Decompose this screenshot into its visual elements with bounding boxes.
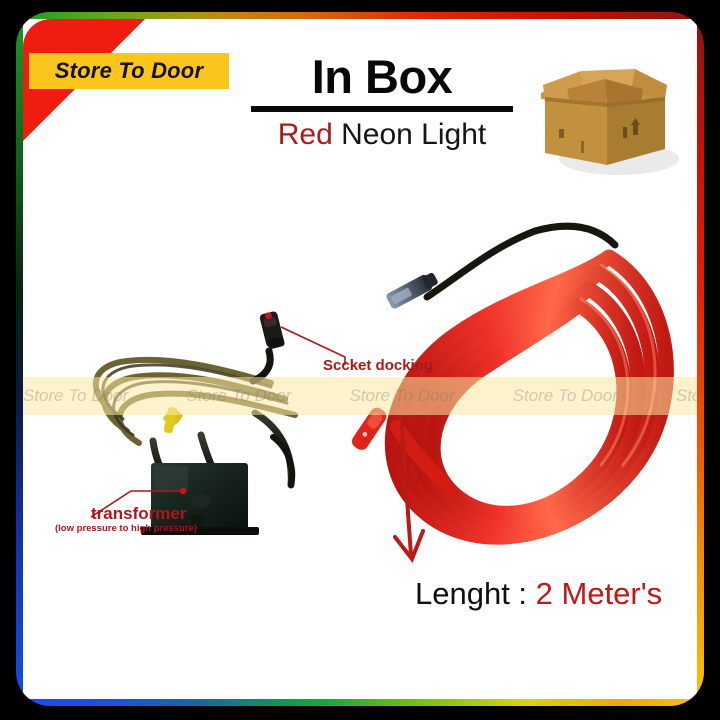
title-block: In Box Red Neon Light xyxy=(251,53,513,150)
image-canvas: Store To Door In Box Red Neon Light xyxy=(23,19,697,699)
rainbow-gradient-border: Store To Door In Box Red Neon Light xyxy=(16,12,704,706)
callout-transformer-subtext: (low pressure to high pressure) xyxy=(55,523,197,534)
callout-transformer: transformer xyxy=(91,504,187,523)
subtitle-accent: Red xyxy=(277,117,333,151)
title-divider xyxy=(251,105,513,112)
brand-ribbon: Store To Door xyxy=(29,53,229,89)
page-title: In Box xyxy=(311,50,453,103)
cardboard-box-icon xyxy=(541,69,679,175)
page-subtitle: Red Neon Light xyxy=(251,119,513,151)
length-label: Lenght : xyxy=(415,576,536,611)
brand-ribbon-label: Store To Door xyxy=(54,58,204,83)
product-photo xyxy=(90,222,674,564)
subtitle-rest: Neon Light xyxy=(332,117,487,151)
callout-socket-docking: Sccket docking xyxy=(323,357,434,374)
length-value: 2 Meter's xyxy=(535,576,663,611)
length-caption: Lenght : 2 Meter's xyxy=(415,576,662,612)
